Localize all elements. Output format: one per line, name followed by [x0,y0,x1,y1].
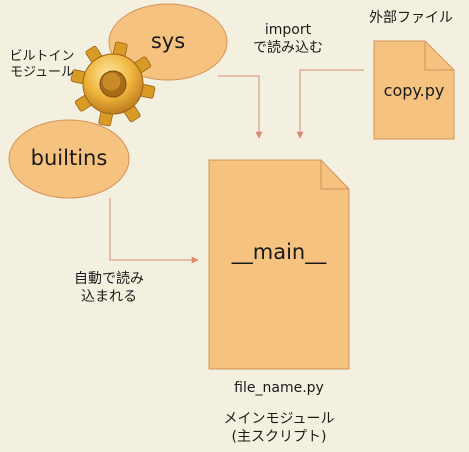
main-module-caption-line2: (主スクリプト) [231,428,327,445]
auto-load-caption: 自動で読み 込まれる [54,271,164,306]
main-file-label: __main__ [231,240,327,264]
arrow-copy-to-main [296,69,364,139]
arrows [109,69,364,264]
import-caption: import で読み込む [238,22,338,57]
import-caption-line1: import [264,22,312,38]
main-module-caption-line1: メインモジュール [223,411,335,427]
main-filename-caption: file_name.py [234,380,324,396]
main-module-caption: メインモジュール (主スクリプト) [204,411,354,446]
auto-load-caption-line2: 込まれる [81,288,137,305]
external-file-caption: 外部ファイル [369,10,453,26]
auto-load-caption-line1: 自動で読み [74,271,144,287]
builtins-label: builtins [30,146,108,170]
copy-file-node [373,40,455,140]
builtins-node [8,119,130,199]
builtin-module-caption: ビルトイン モジュール [2,49,82,82]
main-file-node [208,159,350,370]
arrow-builtins-to-main [109,198,199,264]
builtin-module-caption-line2: モジュール [9,65,75,81]
builtin-module-caption-line1: ビルトイン [9,49,75,64]
import-caption-line2: で読み込む [253,39,323,56]
sys-label: sys [150,29,186,53]
gear-icon [70,41,156,127]
arrow-sys-to-main [218,75,263,139]
copy-file-label: copy.py [383,81,445,100]
